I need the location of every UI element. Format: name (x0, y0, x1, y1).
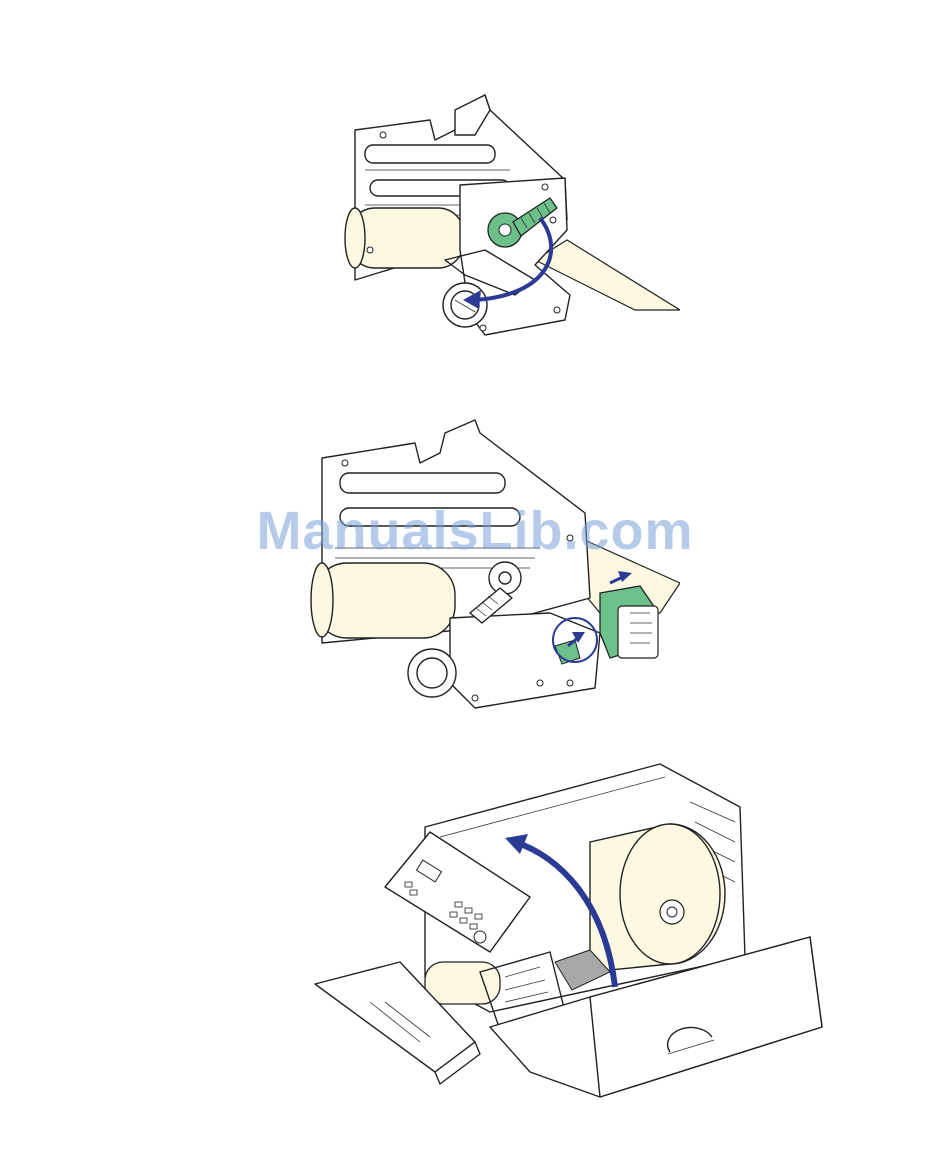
printhead-latch-illustration (300, 418, 680, 710)
figure-2-printhead-latch (300, 418, 680, 710)
figure-1-printhead-rotate (335, 90, 680, 345)
printhead-rotate-illustration (335, 90, 680, 345)
paper-roll (311, 563, 455, 638)
figure-3-printer-open-cover (310, 762, 825, 1102)
printer-open-cover-illustration (310, 762, 825, 1102)
